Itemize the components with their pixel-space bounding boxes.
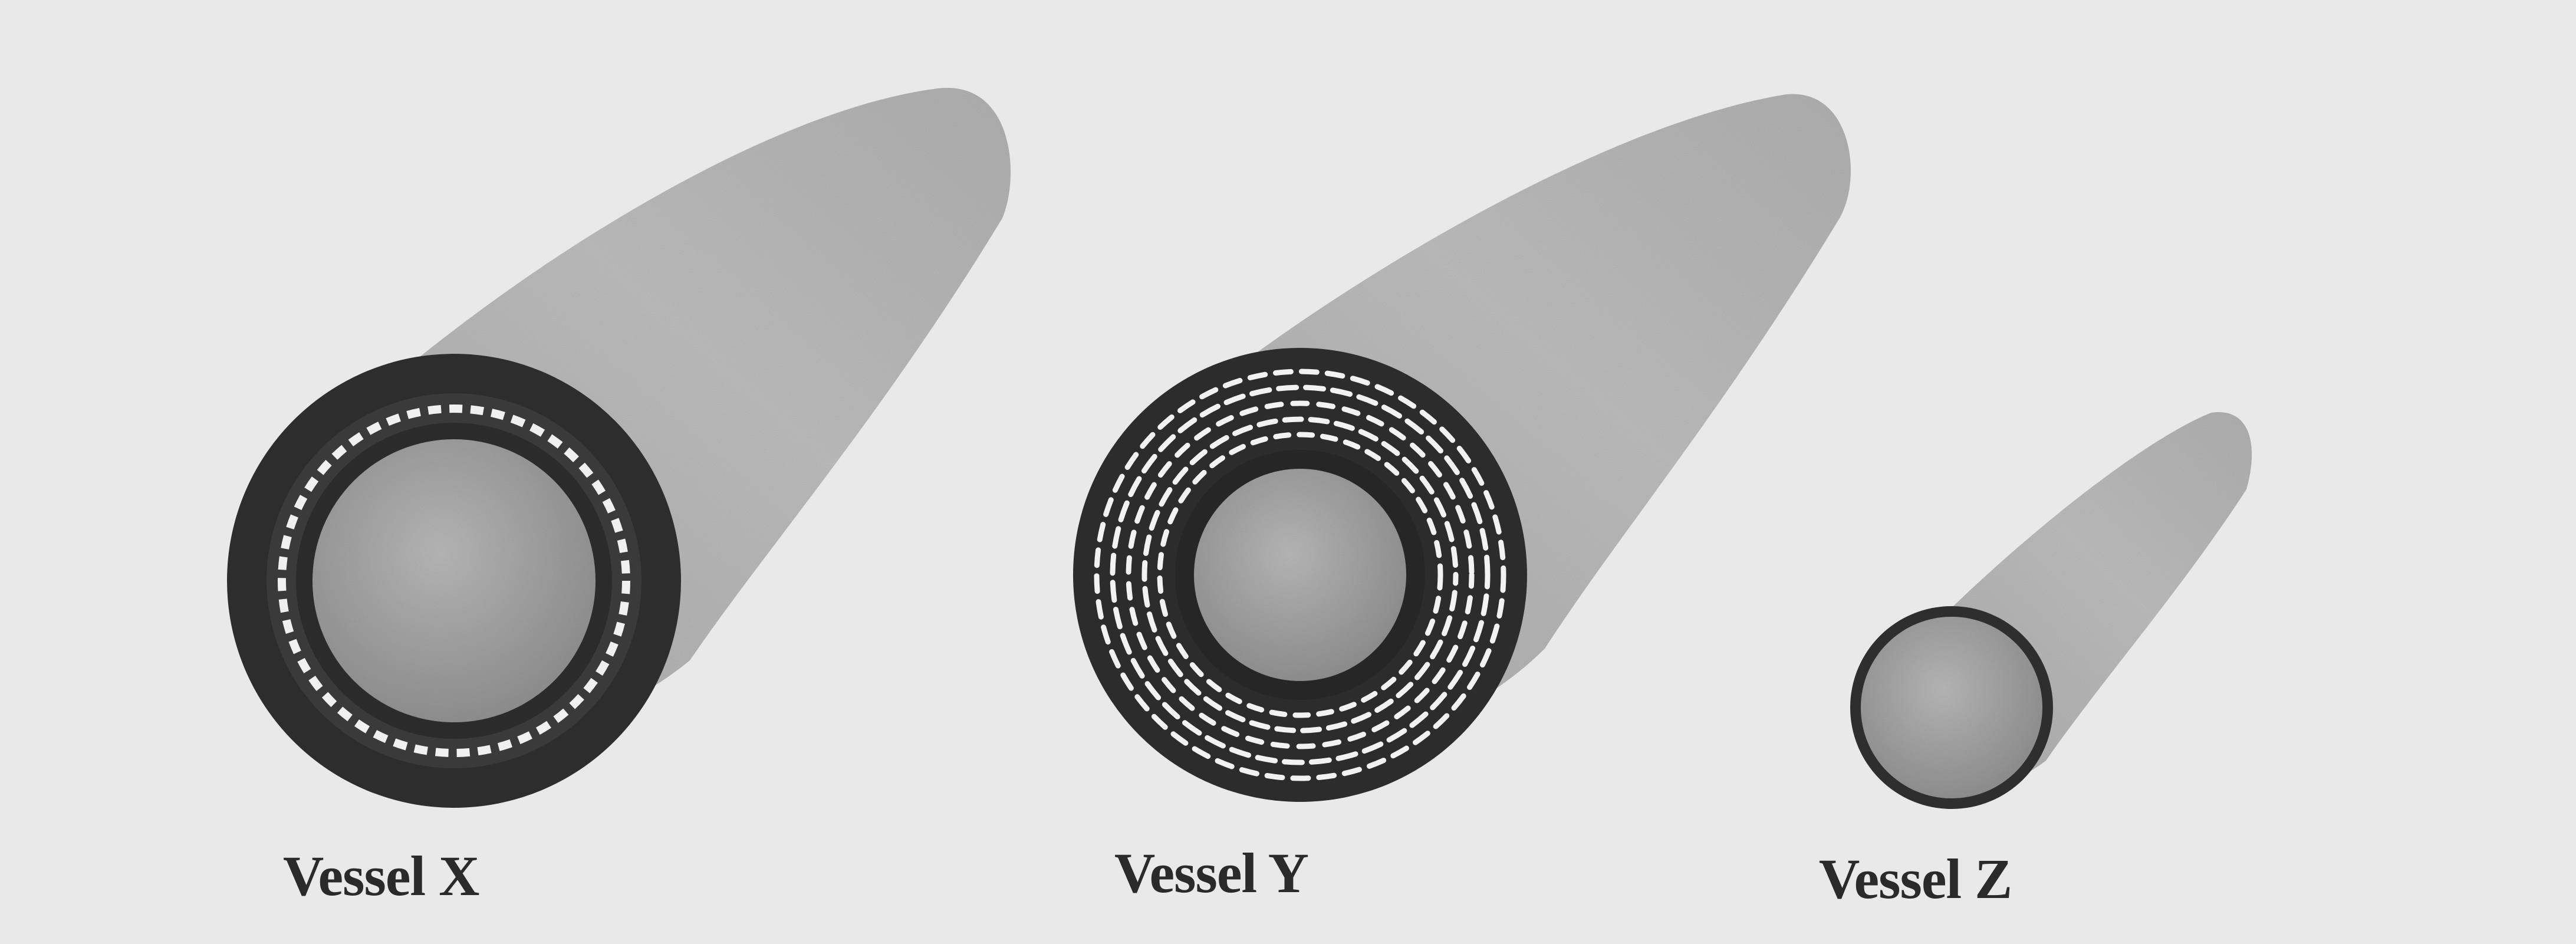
vessel-z-drawing bbox=[1850, 412, 2252, 809]
vessel-y-drawing bbox=[1073, 94, 1851, 802]
vessel-x-label: Vessel X bbox=[283, 843, 479, 909]
vessel-y-label: Vessel Y bbox=[1114, 840, 1308, 906]
vessel-z-label: Vessel Z bbox=[1819, 846, 2012, 912]
vessel-y-lumen bbox=[1194, 469, 1406, 681]
vessel-x-lumen bbox=[312, 439, 596, 722]
vessel-z-lumen bbox=[1861, 617, 2042, 798]
vessel-x-drawing bbox=[227, 88, 1011, 808]
